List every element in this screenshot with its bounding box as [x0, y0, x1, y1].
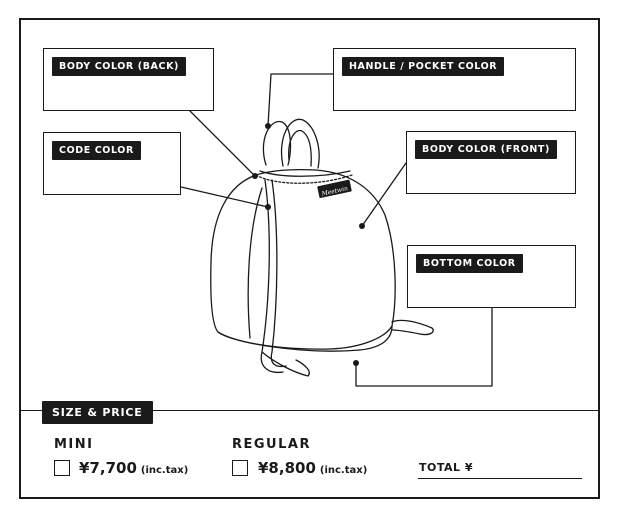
bottom-color-label: BOTTOM COLOR [416, 254, 523, 273]
body-color-front-box[interactable]: BODY COLOR (FRONT) [406, 131, 576, 194]
size-mini-checkbox[interactable] [54, 460, 70, 476]
size-regular-label: REGULAR [232, 437, 311, 452]
handle-pocket-color-label: HANDLE / POCKET COLOR [342, 57, 505, 76]
size-mini-price: ¥7,700(inc.tax) [79, 459, 188, 477]
order-sheet-frame [19, 18, 600, 499]
body-color-back-box[interactable]: BODY COLOR (BACK) [43, 48, 214, 111]
size-mini-price-value: ¥7,700 [79, 459, 137, 477]
size-mini-label: MINI [54, 437, 94, 452]
size-regular-price-value: ¥8,800 [258, 459, 316, 477]
code-color-label: CODE COLOR [52, 141, 141, 160]
handle-pocket-color-box[interactable]: HANDLE / POCKET COLOR [333, 48, 576, 111]
total-label: TOTAL ¥ [419, 461, 474, 474]
size-regular-price: ¥8,800(inc.tax) [258, 459, 367, 477]
code-color-box[interactable]: CODE COLOR [43, 132, 181, 195]
total-input-line[interactable] [418, 478, 582, 479]
body-color-front-label: BODY COLOR (FRONT) [415, 140, 557, 159]
body-color-back-label: BODY COLOR (BACK) [52, 57, 186, 76]
size-regular-checkbox[interactable] [232, 460, 248, 476]
size-regular-tax: (inc.tax) [319, 465, 368, 476]
size-price-title: SIZE & PRICE [42, 401, 153, 424]
section-divider [21, 410, 598, 411]
bottom-color-box[interactable]: BOTTOM COLOR [407, 245, 576, 308]
size-mini-tax: (inc.tax) [140, 465, 189, 476]
